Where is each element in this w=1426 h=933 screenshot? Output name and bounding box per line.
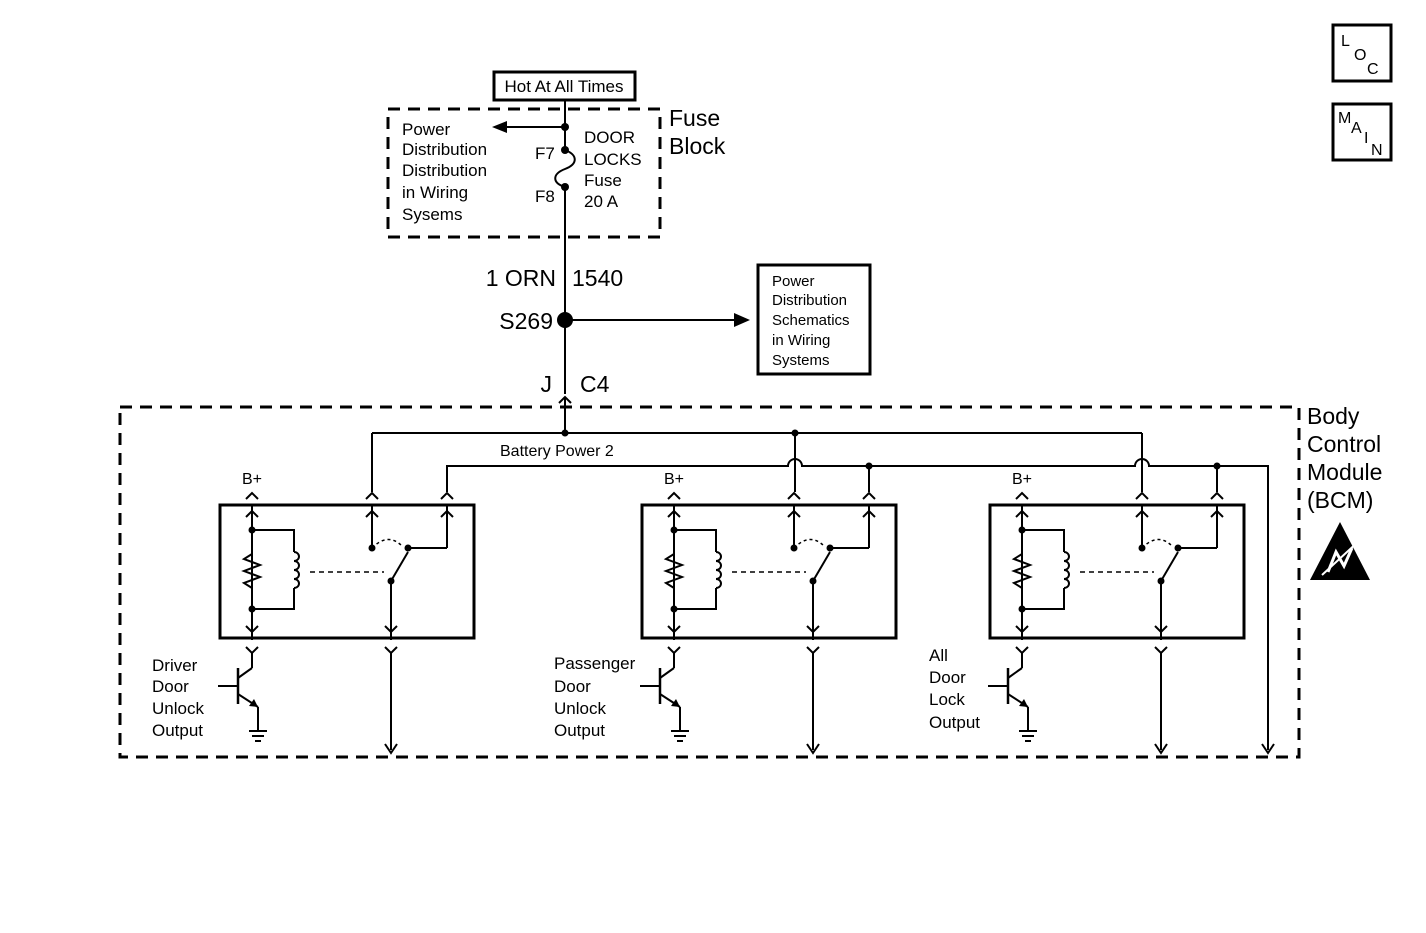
- pd-note-line: Sysems: [402, 205, 462, 224]
- relay-module-box: [218, 503, 476, 640]
- fuse-rating: 20 A: [584, 192, 619, 211]
- pd-box-line: in Wiring: [772, 332, 830, 349]
- loc-letter: L: [1341, 33, 1350, 50]
- resistor-icon: [241, 553, 263, 589]
- arrow-icon: [492, 121, 507, 133]
- pd-schematics-box[interactable]: Power Distribution Schematics in Wiring …: [756, 263, 872, 376]
- driver-door-unlock-output-label: Driver Door Unlock Output: [152, 656, 204, 740]
- output-label-line: Output: [554, 721, 605, 740]
- all-door-lock-output-label: All Door Lock Output: [929, 646, 980, 732]
- bcm-outline: [118, 405, 1301, 759]
- ground-icon: [249, 730, 267, 742]
- main-letter: N: [1371, 142, 1383, 159]
- f7-label: F7: [535, 144, 555, 163]
- bcm-title-line: Control: [1307, 431, 1381, 457]
- pd-note-line: Power: [402, 120, 451, 139]
- relay-driver-unit-2: [640, 471, 896, 753]
- output-label-line: Output: [152, 721, 203, 740]
- hot-at-all-times-box: Hot At All Times: [492, 70, 637, 102]
- output-label-line: Door: [554, 677, 591, 696]
- wire-color-label: 1 ORN: [486, 265, 556, 291]
- relay-driver-unit-1: B+: [218, 471, 476, 755]
- output-label-line: Output: [929, 713, 980, 732]
- splice-label: S269: [499, 308, 553, 334]
- hot-label: Hot At All Times: [504, 77, 623, 96]
- loc-nav-icon[interactable]: L O C: [1331, 23, 1393, 83]
- connector-pin: J: [541, 371, 553, 397]
- pd-box-line: Schematics: [772, 312, 850, 329]
- fuse-name-line: DOOR: [584, 128, 635, 147]
- loc-letter: C: [1367, 61, 1379, 78]
- passenger-door-unlock-output-label: Passenger Door Unlock Output: [554, 654, 636, 740]
- output-label-line: Door: [152, 677, 189, 696]
- pd-note-line: in Wiring: [402, 183, 468, 202]
- bcm-title-line: Module: [1307, 459, 1382, 485]
- fuse-block-title: Block: [669, 133, 726, 159]
- bcm-title-line: (BCM): [1307, 487, 1373, 513]
- relay-driver-unit-3: [988, 471, 1244, 753]
- fuse-block-title: Fuse: [669, 105, 720, 131]
- fuse-name-line: Fuse: [584, 171, 622, 190]
- arrow-icon: [734, 313, 750, 327]
- output-label-line: All: [929, 646, 948, 665]
- output-label-line: Passenger: [554, 654, 636, 673]
- fuse-icon: [554, 149, 576, 188]
- bcm-title-line: Body: [1307, 403, 1360, 429]
- output-label-line: Door: [929, 668, 966, 687]
- output-label-line: Driver: [152, 656, 198, 675]
- b-plus-label: B+: [242, 471, 262, 488]
- pd-note-line: Distribution: [402, 161, 487, 180]
- esd-warning-icon: [1310, 522, 1370, 580]
- main-letter: M: [1338, 110, 1351, 127]
- connector-name: C4: [580, 371, 610, 397]
- fuse-name-line: LOCKS: [584, 150, 642, 169]
- main-nav-icon[interactable]: M A I N: [1331, 102, 1393, 162]
- main-letter: I: [1364, 130, 1368, 147]
- output-label-line: Unlock: [152, 699, 204, 718]
- loc-letter: O: [1354, 47, 1366, 64]
- pd-box-line: Power: [772, 273, 815, 290]
- output-label-line: Lock: [929, 690, 965, 709]
- main-letter: A: [1351, 120, 1362, 137]
- circuit-number: 1540: [572, 265, 623, 291]
- output-label-line: Unlock: [554, 699, 606, 718]
- f8-label: F8: [535, 187, 555, 206]
- relay-coil-icon: [293, 551, 300, 589]
- pd-note-line: Distribution: [402, 140, 487, 159]
- pd-box-line: Distribution: [772, 292, 847, 309]
- relay-switch-icon: [390, 551, 409, 582]
- battery-power-label: Battery Power 2: [500, 443, 614, 460]
- pd-box-line: Systems: [772, 352, 830, 369]
